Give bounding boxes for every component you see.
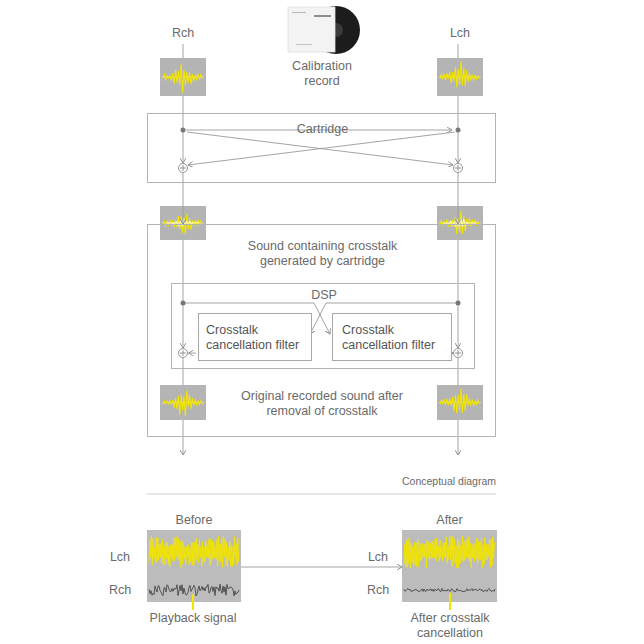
rch-waveform: [404, 588, 495, 591]
panel-heading: Before: [147, 513, 241, 528]
record-caption: Calibration record: [282, 59, 362, 89]
signal-connector: [458, 183, 459, 224]
signal-connector: [183, 183, 184, 224]
summing-symbol: [454, 349, 463, 358]
signal-waveform: [440, 211, 479, 234]
summing-symbol: [179, 164, 188, 173]
junction-dot: [456, 301, 461, 306]
signal-line: [183, 358, 184, 386]
waveform-thumbnail: [160, 58, 206, 96]
note-text: Conceptual diagram: [366, 474, 496, 489]
summing-plus: [180, 350, 186, 356]
summing-symbol: [454, 164, 463, 173]
channel-label: Rch: [153, 26, 213, 41]
signal-line: [183, 130, 184, 163]
cartridge-box: Cartridge: [147, 113, 496, 183]
lch-waveform: [149, 536, 239, 567]
waveform-thumbnail: [437, 58, 483, 96]
sleeve-print: [292, 12, 306, 13]
record-sleeve: [288, 7, 335, 52]
signal-waveform: [440, 389, 479, 414]
signal-line: [458, 240, 459, 303]
summing-plus: [455, 350, 461, 356]
signal-plot: [147, 530, 241, 602]
signal-panel: After: [402, 510, 497, 602]
panel-heading: After: [402, 513, 497, 528]
filter-output-wire: [189, 353, 197, 354]
rch-waveform: [149, 584, 239, 596]
channel-label: Lch: [430, 26, 490, 41]
separator-line: [147, 494, 496, 495]
lch-waveform: [404, 536, 494, 567]
signal-line: [183, 240, 184, 303]
signal-plot: [402, 530, 497, 602]
plot-caption: Playback signal: [128, 611, 258, 626]
pointer-tick: [192, 594, 194, 610]
waveform-thumbnail: [160, 385, 206, 420]
signal-waveform: [163, 64, 202, 93]
filter-label: Crosstalk cancellation filter: [342, 323, 450, 353]
signal-connector: [241, 567, 402, 568]
processing-box: Sound containing crosstalk generated by …: [147, 224, 496, 437]
plot-caption: After crosstalk cancellation: [390, 611, 510, 641]
signal-line: [183, 44, 184, 58]
box-title: Sound containing crosstalk generated by …: [235, 239, 410, 269]
output-line: [458, 420, 459, 455]
crosstalk-waveform: [166, 219, 200, 227]
box-title: Cartridge: [148, 122, 497, 137]
junction-dot: [456, 128, 461, 133]
signal-line: [458, 358, 459, 386]
channel-label: Lch: [100, 550, 140, 565]
filter-label: Crosstalk cancellation filter: [206, 323, 312, 353]
signal-line: [458, 303, 459, 348]
signal-panel: Before: [147, 510, 241, 602]
dsp-box: DSP Crosstalk cancellation filter Crosstal…: [171, 283, 475, 369]
signal-line: [458, 173, 459, 184]
channel-label: Rch: [358, 583, 398, 598]
junction-dot: [181, 128, 186, 133]
signal-line: [183, 303, 184, 348]
crosstalk-path: [188, 132, 455, 165]
output-line: [183, 420, 184, 455]
channel-label: Rch: [100, 583, 140, 598]
signal-waveform: [163, 391, 202, 416]
pointer-tick: [449, 593, 451, 610]
crosstalk-waveform: [443, 219, 477, 227]
box-note: Original recorded sound after removal of…: [222, 389, 422, 419]
sleeve-print: [314, 15, 331, 17]
signal-line: [183, 173, 184, 184]
waveform-thumbnail: [160, 206, 206, 240]
filter-box: Crosstalk cancellation filter: [332, 313, 452, 361]
box-title: DSP: [172, 288, 476, 303]
signal-line: [458, 130, 459, 163]
sleeve-print: [296, 44, 312, 45]
summing-symbol: [179, 349, 188, 358]
signal-line: [458, 44, 459, 58]
signal-waveform: [440, 61, 479, 87]
waveform-thumbnail: [437, 206, 483, 240]
channel-label: Lch: [358, 550, 398, 565]
summing-plus: [180, 165, 186, 171]
junction-dot: [181, 301, 186, 306]
summing-plus: [455, 165, 461, 171]
waveform-thumbnail: [437, 385, 483, 420]
filter-box: Crosstalk cancellation filter: [198, 313, 312, 361]
